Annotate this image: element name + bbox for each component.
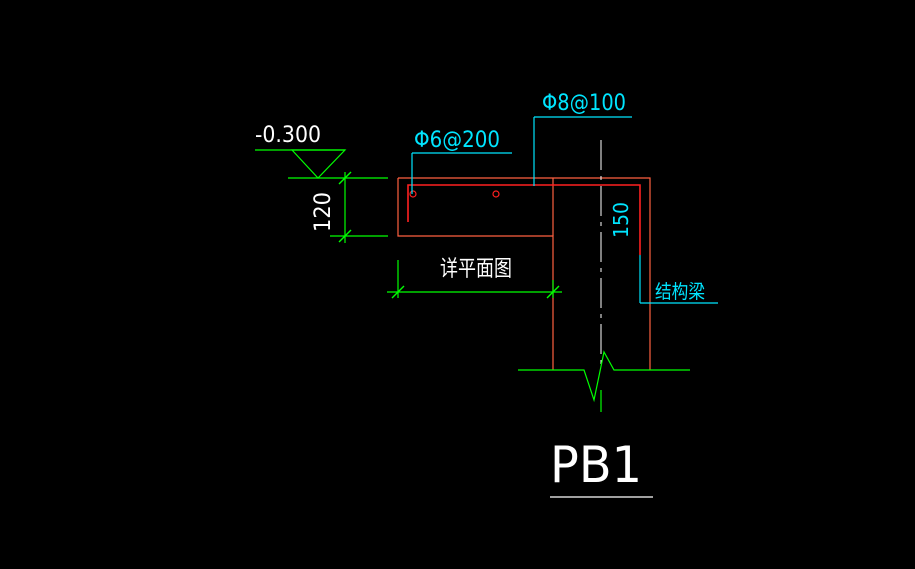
span-tick-left [391,285,405,299]
rebar-slab-label: Φ6@200 [414,128,500,153]
slab-outline [397,177,651,370]
span-tick-right [546,285,560,299]
rebar-dot-mid [492,190,500,198]
concrete-section [397,177,651,370]
elevation-value: -0.300 [255,123,321,148]
rebar-dot-left [409,190,417,198]
elevation-marker: -0.300 [255,123,347,179]
rebar-top-annotation: Φ8@100 [533,91,632,186]
rebar [407,184,641,255]
dim-tick-top [338,171,352,185]
slab-thickness-dimension: 120 [288,171,388,243]
rebar-top-label: Φ8@100 [542,91,626,116]
span-note: 详平面图 [440,257,512,282]
top-rebar [407,184,641,255]
rebar-slab-annotation: Φ6@200 [411,128,512,194]
slab-thickness-value: 120 [311,192,336,232]
span-dimension: 详平面图 [387,257,562,299]
beam-annotation: 结构梁 [639,255,718,304]
beam-dimension-value: 150 [609,202,633,238]
break-line [518,350,690,412]
elevation-triangle-icon [290,149,347,179]
drawing-title: PB1 [550,436,653,498]
break-line-path [518,350,690,403]
dim-tick-bottom [338,229,352,243]
beam-label: 结构梁 [655,281,705,303]
title-text: PB1 [550,436,642,494]
